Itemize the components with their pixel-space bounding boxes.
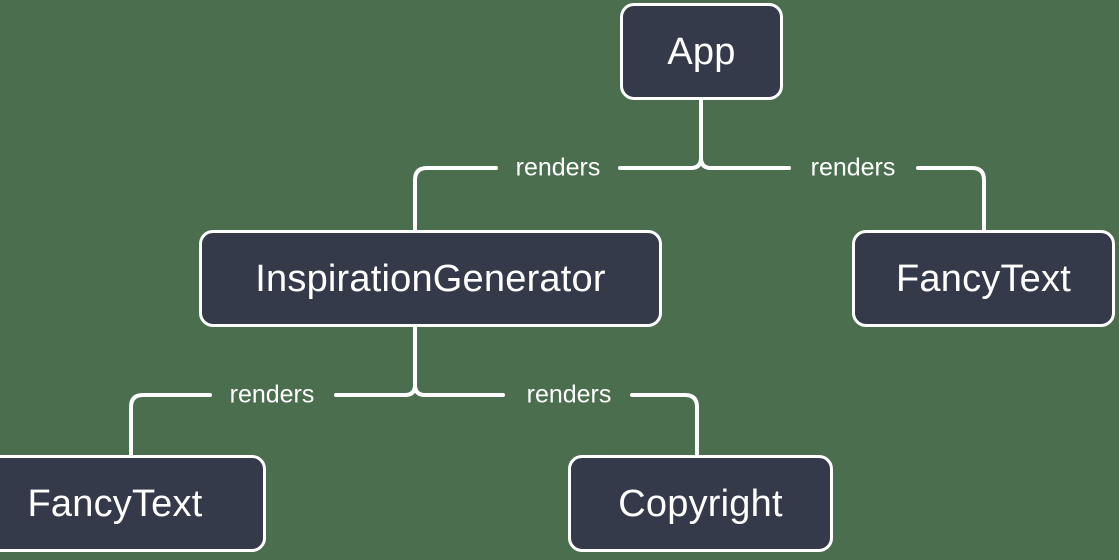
node-inspiration-generator-label: InspirationGenerator xyxy=(255,257,606,300)
node-copyright-label: Copyright xyxy=(618,482,783,525)
edge-app-to-fancytext-right-seg xyxy=(916,166,986,232)
node-app-label: App xyxy=(667,30,736,73)
node-inspiration-generator[interactable]: InspirationGenerator xyxy=(199,230,662,327)
edge-inspirationgenerator-to-fancytext-left-seg xyxy=(129,393,212,457)
node-copyright[interactable]: Copyright xyxy=(568,455,833,552)
node-app[interactable]: App xyxy=(620,3,783,100)
edge-label-inspirationgenerator-to-copyright: renders xyxy=(526,380,612,409)
node-fancytext-right-label: FancyText xyxy=(896,257,1071,300)
node-fancytext-bottom-left[interactable]: FancyText xyxy=(0,455,266,552)
edge-app-stem-left xyxy=(689,156,703,170)
edge-label-app-to-inspirationgenerator: renders xyxy=(515,153,601,182)
node-fancytext-right[interactable]: FancyText xyxy=(852,230,1115,327)
edge-inspirationgenerator-stem-left xyxy=(403,383,417,397)
edge-inspirationgenerator-to-copyright-right-seg xyxy=(630,393,699,457)
edge-app-to-inspirationgenerator-left-seg xyxy=(413,166,498,232)
edge-label-app-to-fancytext: renders xyxy=(810,153,896,182)
node-fancytext-bottom-left-label: FancyText xyxy=(27,482,203,525)
edge-label-inspirationgenerator-to-fancytext: renders xyxy=(229,380,315,409)
